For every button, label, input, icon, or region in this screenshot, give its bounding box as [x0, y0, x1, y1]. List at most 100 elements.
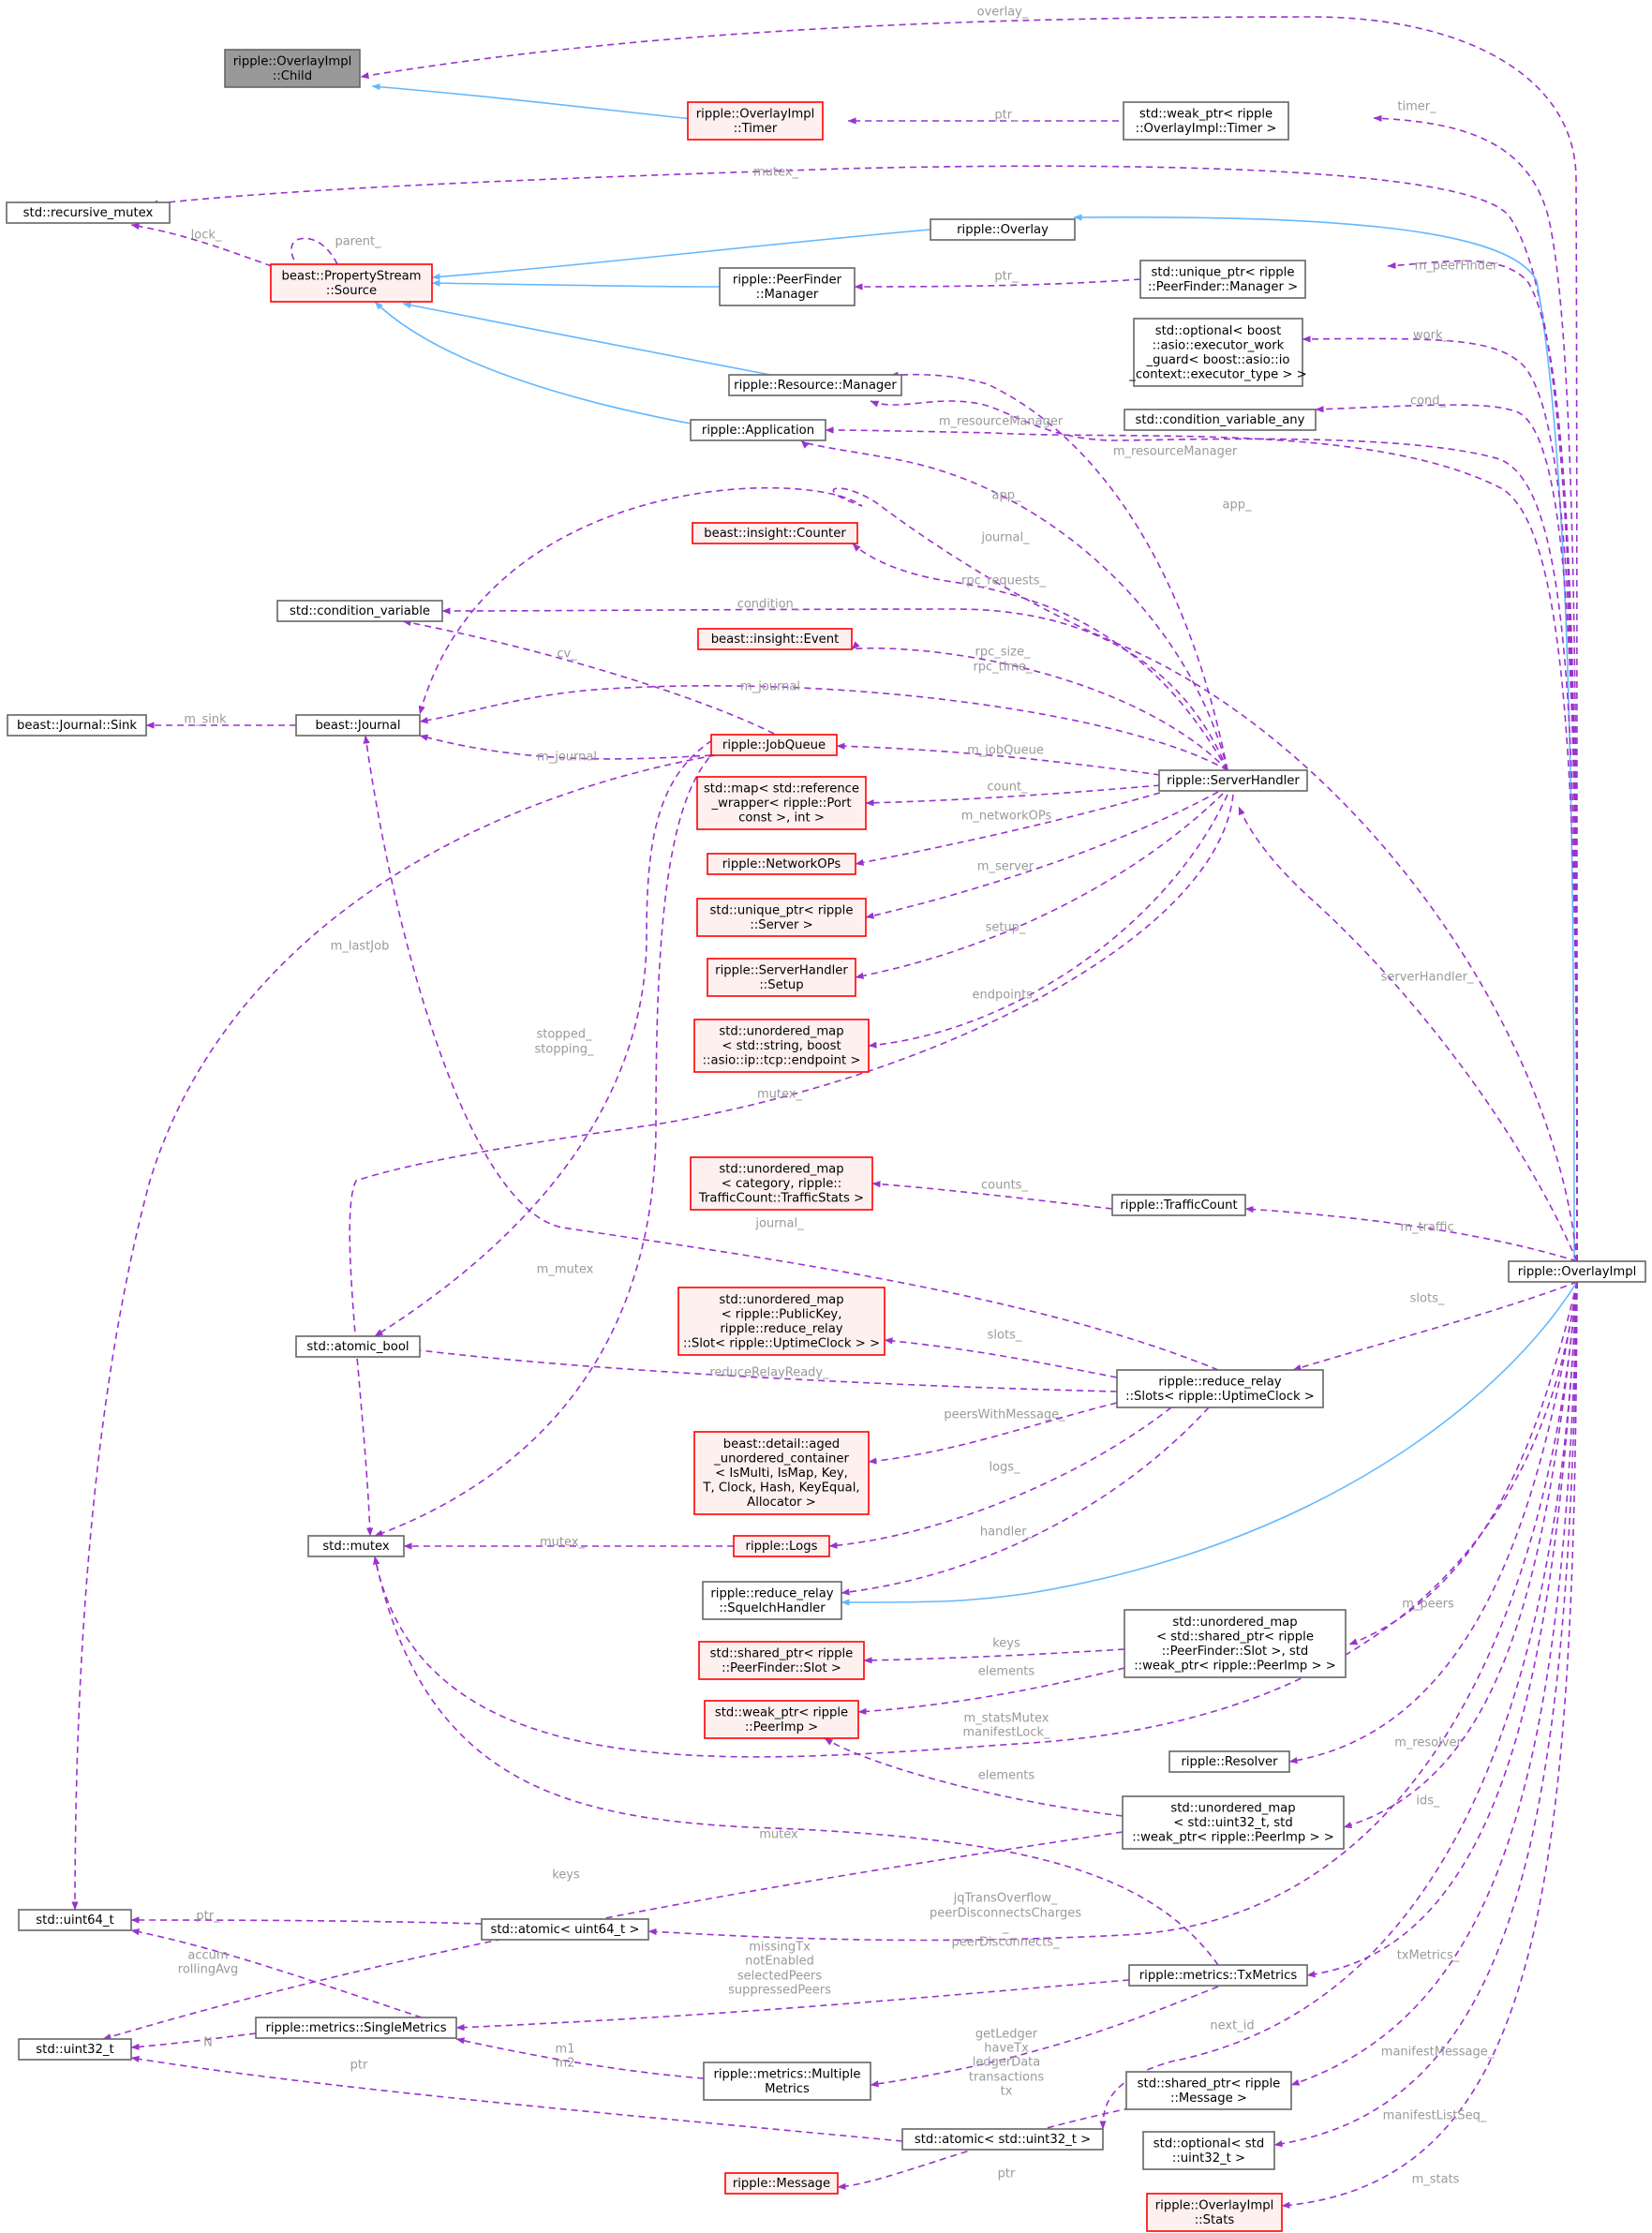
member-edge-n_overlayimpl-to-n_opt_u32: [1273, 1281, 1578, 2148]
class-node-up-pf[interactable]: std::unique_ptr< ripple::PeerFinder::Man…: [1139, 260, 1306, 299]
class-node-serverhandler[interactable]: ripple::ServerHandler: [1158, 769, 1308, 792]
class-node-message[interactable]: ripple::Message: [724, 2172, 839, 2195]
edge-label: ptr_: [994, 109, 1019, 123]
class-node-slots[interactable]: ripple::reduce_relay::Slots< ripple::Upt…: [1116, 1369, 1324, 1408]
class-node-umap-endpoint[interactable]: std::unordered_map< std::string, boost::…: [693, 1019, 870, 1073]
class-node-networkops[interactable]: ripple::NetworkOPs: [707, 853, 856, 875]
edge-label: mutex_: [757, 1088, 802, 1102]
class-node-atomic-u32[interactable]: std::atomic< std::uint32_t >: [901, 2128, 1104, 2151]
node-box: [255, 2017, 457, 2039]
class-node-timer[interactable]: ripple::OverlayImpl::Timer: [687, 101, 824, 141]
node-box: [307, 1535, 405, 1557]
edge-label: ptr_: [994, 270, 1019, 284]
node-label-line: ::PeerImp >: [745, 1720, 818, 1734]
edge-label: peersWithMessage_: [944, 1408, 1065, 1422]
class-node-single[interactable]: ripple::metrics::SingleMetrics: [255, 2017, 457, 2039]
member-edge-n_serverhandler-to-n_res_manager: [889, 371, 1228, 771]
node-label-line: ::PeerFinder::Slot >: [722, 1661, 841, 1675]
node-label-line: ::Timer: [734, 122, 778, 136]
class-node-wp-peerimp[interactable]: std::weak_ptr< ripple::PeerImp >: [704, 1700, 859, 1739]
edge-label: transactions: [969, 2071, 1044, 2085]
node-box: [930, 218, 1076, 241]
node-label-line: std::weak_ptr< ripple: [715, 1705, 848, 1719]
node-label-line: std::unique_ptr< ripple: [1152, 265, 1295, 279]
class-node-txmetrics[interactable]: ripple::metrics::TxMetrics: [1128, 1964, 1308, 1987]
node-box: [696, 776, 867, 830]
edge-label: selectedPeers: [737, 1970, 823, 1984]
edge-label: peerDisconnects_: [951, 1936, 1060, 1950]
node-label-line: ripple::metrics::Multiple: [713, 2067, 860, 2081]
class-node-sh-setup[interactable]: ripple::ServerHandler::Setup: [707, 958, 856, 997]
class-node-application[interactable]: ripple::Application: [690, 419, 826, 441]
edge-label: m_mutex: [537, 1263, 594, 1277]
member-edge-n_sp_message-to-n_message: [837, 2103, 1153, 2190]
class-node-atomic-bool[interactable]: std::atomic_bool: [295, 1335, 421, 1358]
edge-label: next_id: [1210, 2019, 1254, 2033]
class-node-trafficcount[interactable]: ripple::TrafficCount: [1111, 1194, 1246, 1216]
class-node-umap-peers[interactable]: std::unordered_map< std::shared_ptr< rip…: [1124, 1609, 1347, 1678]
class-node-child[interactable]: ripple::OverlayImpl::Child: [224, 49, 361, 88]
class-node-umap-traffic[interactable]: std::unordered_map< category, ripple::Tr…: [690, 1156, 873, 1211]
member-edge-n_multiple-to-n_single: [455, 2037, 705, 2079]
node-label-line: ::Server >: [750, 918, 812, 932]
class-node-wp-timer[interactable]: std::weak_ptr< ripple::OverlayImpl::Time…: [1123, 101, 1289, 141]
class-node-map-port[interactable]: std::map< std::reference_wrapper< ripple…: [696, 776, 867, 830]
member-edge-n_txmetrics-to-n_single: [455, 1979, 1130, 2032]
edge-label: tx: [1001, 2085, 1013, 2099]
class-node-squelch[interactable]: ripple::reduce_relay::SquelchHandler: [702, 1581, 842, 1620]
class-node-aged[interactable]: beast::detail::aged_unordered_container<…: [693, 1431, 870, 1515]
member-edge-n_single-to-n_uint64: [130, 1928, 423, 2018]
node-label-line: ::OverlayImpl::Timer >: [1136, 122, 1277, 136]
edge-label: m_statsMutex: [964, 1712, 1049, 1726]
edge-label: parent_: [335, 235, 381, 249]
member-edge-n_serverhandler-to-n_map_port: [865, 784, 1161, 807]
node-label-line: ::weak_ptr< ripple::PeerImp > >: [1132, 1831, 1334, 1845]
class-node-uint32[interactable]: std::uint32_t: [18, 2038, 132, 2061]
class-node-uint64[interactable]: std::uint64_t: [18, 1909, 132, 1931]
member-edge-n_slots-to-n_logs: [828, 1407, 1172, 1549]
member-edge-n_overlayimpl-to-n_recmutex: [149, 165, 1578, 1262]
class-node-overlayimpl[interactable]: ripple::OverlayImpl: [1508, 1260, 1646, 1283]
class-node-jobqueue[interactable]: ripple::JobQueue: [710, 734, 838, 756]
node-box: [1168, 1750, 1290, 1773]
class-node-condvar[interactable]: std::condition_variable: [276, 600, 443, 622]
node-box: [1146, 2193, 1283, 2232]
edge-label: count_: [987, 781, 1028, 795]
member-edge-n_slots-to-n_aged: [868, 1402, 1118, 1465]
member-edge-n_slots-to-n_umap_slot: [884, 1337, 1118, 1378]
class-node-sp-slot[interactable]: std::shared_ptr< ripple::PeerFinder::Slo…: [698, 1641, 865, 1680]
class-node-cond-any[interactable]: std::condition_variable_any: [1124, 409, 1317, 431]
edge-label: endpoints_: [973, 989, 1039, 1003]
node-label-line: _context::executor_type > >: [1128, 367, 1306, 381]
member-edge-n_txmetrics-to-n_mutex: [373, 1556, 1219, 1966]
class-node-propstream[interactable]: beast::PropertyStream::Source: [270, 263, 433, 303]
class-node-sink[interactable]: beast::Journal::Sink: [7, 714, 147, 737]
class-node-atomic-u64[interactable]: std::atomic< uint64_t >: [481, 1918, 649, 1941]
edge-label: mutex: [759, 1828, 798, 1842]
node-label-line: ::Manager: [756, 288, 819, 302]
edge-label: m_traffic: [1400, 1221, 1453, 1235]
class-node-resolver[interactable]: ripple::Resolver: [1168, 1750, 1290, 1773]
class-node-res-manager[interactable]: ripple::Resource::Manager: [728, 374, 902, 396]
class-node-opt-u32[interactable]: std::optional< std::uint32_t >: [1142, 2131, 1275, 2170]
class-node-optional-work[interactable]: std::optional< boost::asio::executor_wor…: [1128, 318, 1307, 387]
class-node-up-server[interactable]: std::unique_ptr< ripple::Server >: [696, 898, 867, 937]
class-node-logs[interactable]: ripple::Logs: [733, 1535, 830, 1557]
edge-label: notEnabled: [745, 1955, 814, 1969]
class-node-counter[interactable]: beast::insight::Counter: [692, 522, 858, 544]
class-node-umap-ids[interactable]: std::unordered_map< std::uint32_t, std::…: [1122, 1795, 1345, 1850]
class-node-sp-message[interactable]: std::shared_ptr< ripple::Message >: [1125, 2071, 1292, 2110]
class-node-stats[interactable]: ripple::OverlayImpl::Stats: [1146, 2193, 1283, 2232]
class-node-recmutex[interactable]: std::recursive_mutex: [6, 201, 171, 224]
class-node-umap-slot[interactable]: std::unordered_map< ripple::PublicKey,ri…: [677, 1287, 886, 1356]
member-edge-n_serverhandler-to-n_networkops: [855, 792, 1161, 866]
class-node-journal[interactable]: beast::Journal: [295, 714, 421, 737]
member-edge-n_atomic_u32-to-n_uint32: [130, 2055, 903, 2142]
inheritance-edge-n_pf_manager-to-n_propstream: [431, 279, 721, 288]
class-node-pf-manager[interactable]: ripple::PeerFinder::Manager: [719, 267, 856, 306]
class-node-overlay[interactable]: ripple::Overlay: [930, 218, 1076, 241]
edge-label: ids_: [1416, 1794, 1440, 1809]
class-node-mutex[interactable]: std::mutex: [307, 1535, 405, 1557]
class-node-event[interactable]: beast::insight::Event: [697, 628, 853, 650]
